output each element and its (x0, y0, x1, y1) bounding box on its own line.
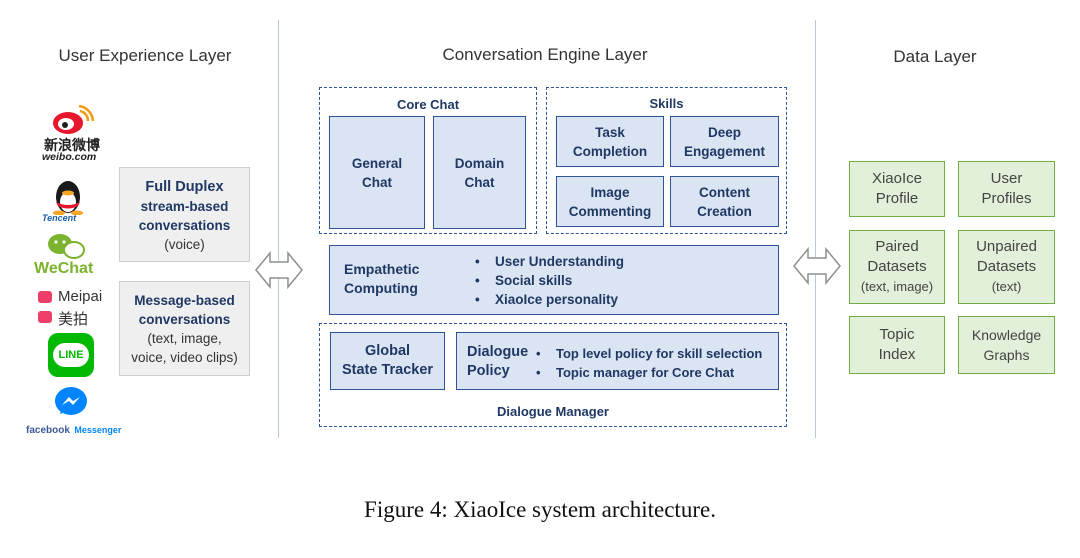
full-duplex-title: Full Duplex (145, 179, 224, 195)
unpaired-line3: (text) (991, 279, 1022, 294)
content-line1: Content (698, 184, 750, 200)
domain-chat-line2: Chat (464, 174, 495, 190)
domain-chat-line1: Domain (454, 155, 505, 171)
task-line1: Task (595, 124, 625, 140)
weibo-url-text: weibo.com (42, 151, 97, 163)
empathetic-title-line2: Computing (344, 280, 418, 296)
meipai-cn-text: 美拍 (58, 311, 89, 328)
message-based-line2: conversations (138, 312, 231, 327)
bullet-topic-manager: Topic manager for Core Chat (536, 363, 762, 382)
line-text: LINE (58, 349, 84, 361)
wechat-text: WeChat (34, 260, 94, 277)
line-logo: LINE (48, 333, 94, 377)
deep-line1: Deep (707, 124, 741, 140)
layer-divider-right (815, 20, 816, 438)
tencent-text: Tencent (42, 213, 77, 223)
double-arrow-right (793, 246, 841, 286)
message-based-line4: voice, video clips) (131, 350, 238, 365)
image-line1: Image (590, 184, 630, 200)
message-based-line1: Message-based (134, 293, 235, 308)
unpaired-line2: Datasets (976, 258, 1037, 275)
line-icon: LINE (48, 333, 94, 377)
weibo-cn-text: 新浪微博 (44, 137, 100, 153)
core-chat-label: Core Chat (396, 97, 460, 112)
policy-line1: Dialogue (467, 344, 529, 360)
unpaired-line1: Unpaired (976, 238, 1037, 255)
xiaoice-profile-line1: XiaoIce (871, 170, 923, 187)
topic-line2: Index (878, 346, 916, 363)
full-duplex-line3: (voice) (164, 237, 205, 252)
image-line2: Commenting (568, 203, 652, 219)
conversation-engine-layer-title: Conversation Engine Layer (442, 45, 648, 64)
user-profiles-box: User Profiles (958, 161, 1055, 217)
figure-caption: Figure 4: XiaoIce system architecture. (364, 497, 716, 522)
knowledge-graphs-box: Knowledge Graphs (958, 316, 1055, 374)
double-arrow-left (255, 250, 303, 290)
full-duplex-line1: stream-based (140, 199, 229, 214)
empathetic-title-line1: Empathetic (344, 261, 420, 277)
knowledge-line2: Graphs (983, 347, 1030, 363)
user-experience-layer-title: User Experience Layer (58, 46, 232, 65)
topic-index-box: Topic Index (849, 316, 945, 374)
bullet-user-understanding: User Understanding (475, 252, 624, 271)
knowledge-line1: Knowledge (971, 327, 1042, 343)
bullet-social-skills: Social skills (475, 271, 624, 290)
general-chat-line1: General (351, 155, 403, 171)
full-duplex-line2: conversations (138, 218, 231, 233)
wechat-logo: WeChat (34, 232, 104, 280)
meipai-en-text: Meipai (58, 288, 103, 305)
qq-logo: Tencent (38, 175, 98, 227)
full-duplex-box: Full Duplex stream-based conversations (… (119, 167, 250, 262)
layer-divider-left (278, 20, 279, 438)
meipai-logo: Meipai 美拍 (36, 288, 116, 328)
tracker-line1: Global (364, 343, 411, 359)
xiaoice-profile-line2: Profile (875, 190, 919, 207)
empathetic-bullets: User Understanding Social skills XiaoIce… (475, 252, 624, 309)
content-line2: Creation (697, 203, 752, 219)
message-based-box: Message-based conversations (text, image… (119, 281, 250, 376)
deep-line2: Engagement (683, 143, 765, 159)
task-line2: Completion (572, 143, 648, 159)
policy-bullets: Top level policy for skill selection Top… (536, 344, 762, 382)
dialogue-manager-group (319, 323, 787, 427)
topic-line1: Topic (879, 326, 915, 343)
tracker-line2: State Tracker (341, 362, 434, 378)
paired-datasets-box: Paired Datasets (text, image) (849, 230, 945, 304)
message-based-line3: (text, image, (147, 331, 222, 346)
paired-line1: Paired (875, 238, 919, 255)
messenger-icon (55, 387, 87, 415)
paired-line3: (text, image) (860, 279, 934, 294)
skills-label: Skills (649, 96, 684, 111)
skills-group (546, 87, 787, 234)
unpaired-datasets-box: Unpaired Datasets (text) (958, 230, 1055, 304)
facebook-text: facebook (26, 425, 70, 436)
messenger-logo: facebook Messenger (24, 386, 124, 436)
bullet-xiaoice-personality: XiaoIce personality (475, 290, 624, 309)
data-layer-title: Data Layer (893, 47, 977, 66)
messenger-text: Messenger (74, 425, 122, 435)
weibo-logo: 新浪微博 weibo.com (30, 104, 110, 165)
user-profiles-line2: Profiles (981, 190, 1032, 207)
general-chat-line2: Chat (362, 174, 392, 190)
weibo-icon (53, 104, 95, 134)
user-profiles-line1: User (990, 170, 1023, 187)
wechat-icon (48, 234, 85, 259)
policy-line2: Policy (467, 363, 510, 379)
bullet-top-level-policy: Top level policy for skill selection (536, 344, 762, 363)
paired-line2: Datasets (867, 258, 927, 275)
core-chat-group (319, 87, 537, 234)
xiaoice-profile-box: XiaoIce Profile (849, 161, 945, 217)
dialogue-manager-label: Dialogue Manager (497, 404, 609, 419)
meipai-cn-icon (38, 311, 52, 323)
meipai-icon (38, 291, 52, 303)
qq-penguin-icon (53, 181, 83, 216)
